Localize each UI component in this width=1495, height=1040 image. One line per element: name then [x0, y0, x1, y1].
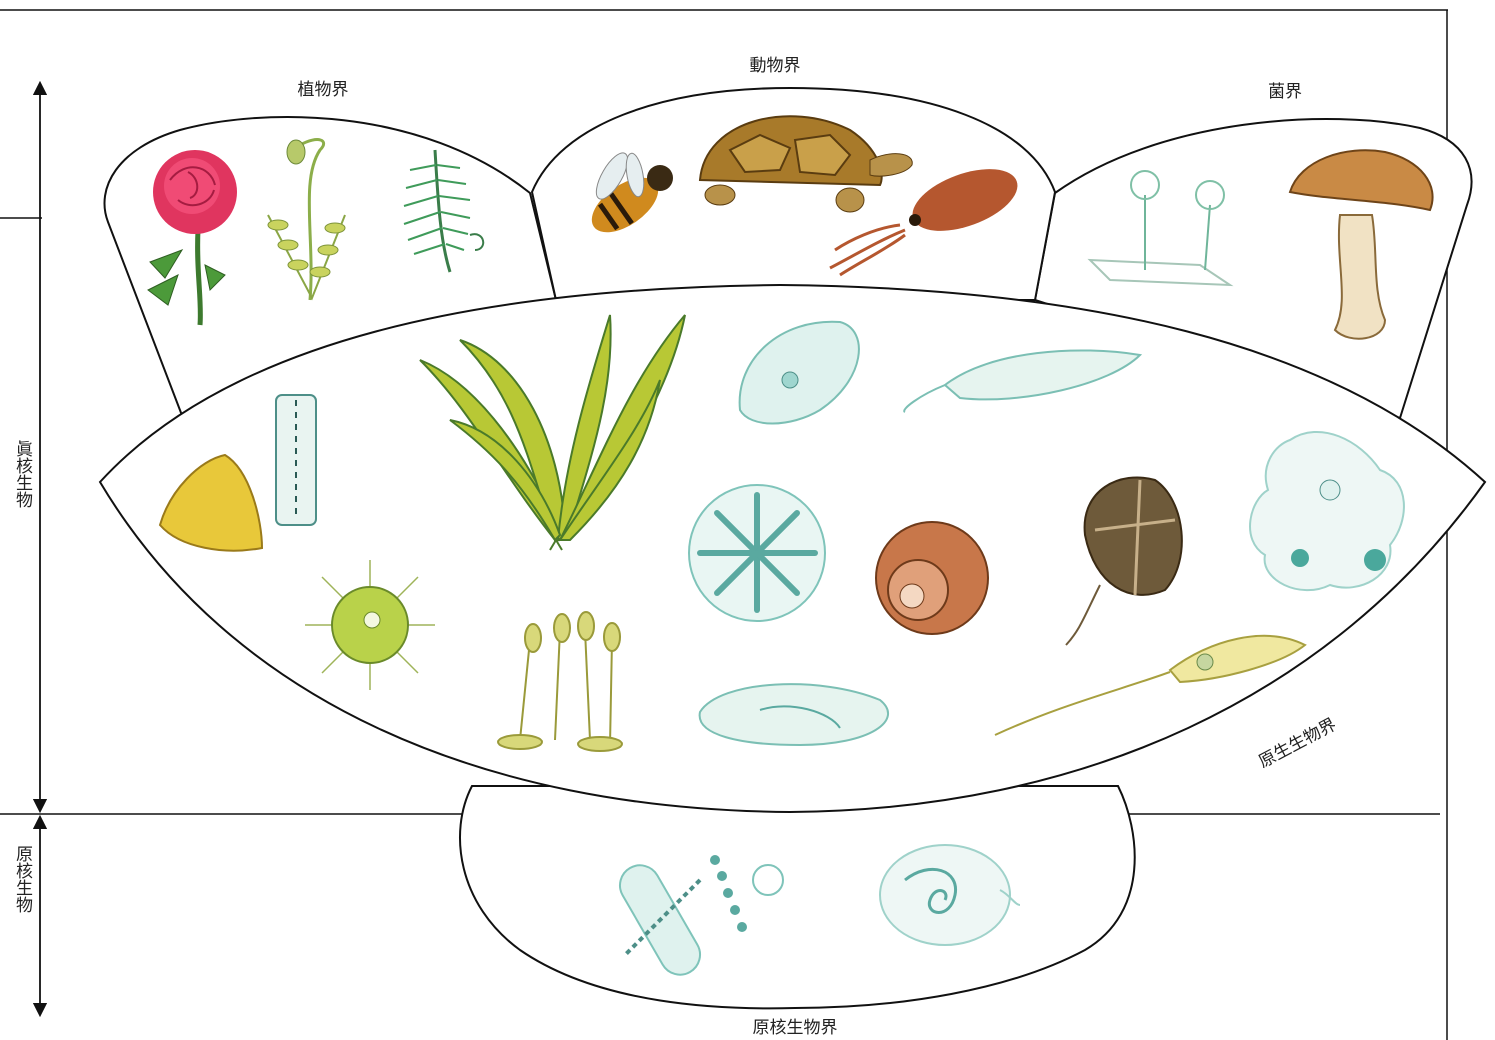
monera-kingdom-region — [460, 786, 1135, 1008]
ciliate-icon — [700, 684, 888, 745]
fungi-kingdom-label: 菌界 — [1268, 82, 1302, 102]
radiolarian-icon — [305, 560, 435, 690]
plant-kingdom-label: 植物界 — [298, 80, 349, 100]
prokaryote-side-label: 原核生物 — [12, 845, 33, 913]
animal-kingdom-label: 動物界 — [750, 56, 801, 76]
foraminifera-icon — [876, 522, 988, 634]
eukaryote-side-label: 眞核生物 — [12, 440, 33, 508]
monera-kingdom-label: 原核生物界 — [753, 1018, 838, 1038]
pennate-diatom-icon — [276, 395, 316, 525]
desmid-icon — [689, 485, 825, 621]
protist-kingdom-label: 原生生物界 — [1255, 715, 1339, 773]
